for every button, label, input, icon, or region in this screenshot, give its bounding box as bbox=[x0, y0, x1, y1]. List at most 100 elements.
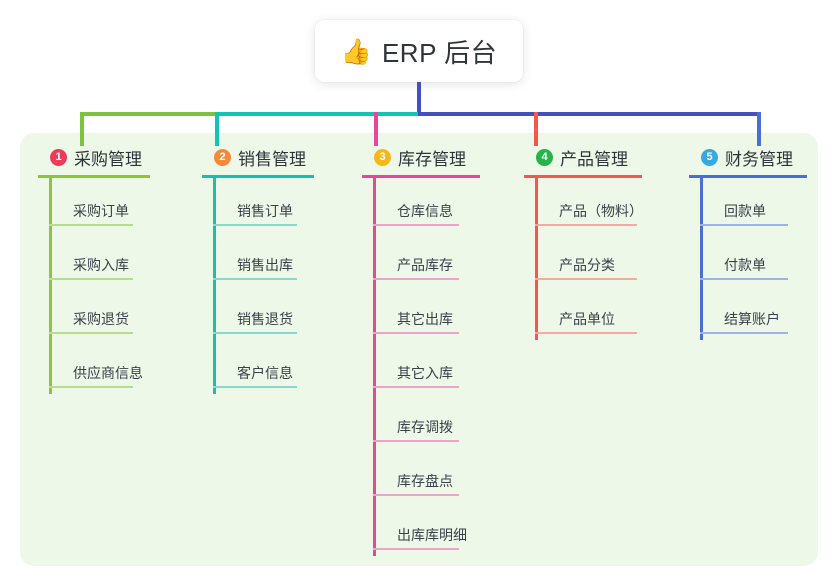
branch-item[interactable]: 产品（物料） bbox=[535, 178, 674, 232]
branch-item[interactable]: 采购退货 bbox=[49, 286, 193, 340]
branch-column-finance: 5 财务管理回款单付款单结算账户 bbox=[689, 144, 839, 340]
branch-item[interactable]: 销售出库 bbox=[213, 232, 352, 286]
branch-item[interactable]: 产品单位 bbox=[535, 286, 674, 340]
branch-item-label: 其它入库 bbox=[397, 365, 453, 381]
branch-item-rule bbox=[49, 332, 133, 334]
branch-number-badge: 2 bbox=[214, 148, 231, 166]
branch-item-label: 采购退货 bbox=[73, 311, 129, 327]
branch-item-rule bbox=[373, 440, 459, 442]
branch-item-rule bbox=[700, 278, 788, 280]
branch-title: 库存管理 bbox=[398, 149, 466, 169]
branch-item-rule bbox=[373, 548, 459, 550]
connector-drop-5 bbox=[757, 112, 761, 146]
branch-item-rule bbox=[535, 332, 637, 334]
branch-stem bbox=[49, 178, 52, 394]
branch-item[interactable]: 付款单 bbox=[700, 232, 839, 286]
branch-header-rule bbox=[362, 175, 480, 178]
branch-items: 采购订单采购入库采购退货供应商信息 bbox=[49, 178, 193, 394]
branch-item-label: 客户信息 bbox=[237, 365, 293, 381]
branch-title: 销售管理 bbox=[238, 149, 306, 169]
branch-item-rule bbox=[213, 332, 297, 334]
branch-item-rule bbox=[373, 494, 459, 496]
branch-number-badge: 5 bbox=[701, 148, 718, 166]
branch-item-rule bbox=[373, 386, 459, 388]
branch-item-label: 回款单 bbox=[724, 203, 766, 219]
branch-item-label: 库存盘点 bbox=[397, 473, 453, 489]
branch-item-rule bbox=[700, 332, 788, 334]
branch-item-label: 其它出库 bbox=[397, 311, 453, 327]
branch-item[interactable]: 销售退货 bbox=[213, 286, 352, 340]
connector-segment-2 bbox=[218, 112, 418, 116]
branch-item-rule bbox=[700, 224, 788, 226]
branch-item[interactable]: 其它入库 bbox=[373, 340, 512, 394]
connector-drop-3 bbox=[374, 112, 378, 146]
connector-drop-2 bbox=[215, 112, 219, 146]
branch-title: 财务管理 bbox=[725, 149, 793, 169]
branch-item-rule bbox=[373, 224, 459, 226]
branch-item-label: 库存调拨 bbox=[397, 419, 453, 435]
connector-segment-4 bbox=[618, 112, 761, 116]
diagram-backdrop-panel bbox=[20, 133, 818, 566]
branch-header-sales[interactable]: 2 销售管理 bbox=[202, 144, 352, 170]
branch-header-rule bbox=[689, 175, 807, 178]
branch-item[interactable]: 客户信息 bbox=[213, 340, 352, 394]
branch-header-finance[interactable]: 5 财务管理 bbox=[689, 144, 839, 170]
branch-item[interactable]: 结算账户 bbox=[700, 286, 839, 340]
branch-item-rule bbox=[49, 386, 133, 388]
branch-item-label: 销售出库 bbox=[237, 257, 293, 273]
root-node-title: ERP 后台 bbox=[381, 37, 498, 68]
root-connector-stem bbox=[417, 82, 421, 113]
branch-header-rule bbox=[38, 175, 150, 178]
branch-item-label: 采购订单 bbox=[73, 203, 129, 219]
branch-item[interactable]: 库存调拨 bbox=[373, 394, 512, 448]
branch-item-label: 出库库明细 bbox=[397, 527, 467, 543]
branch-item[interactable]: 产品库存 bbox=[373, 232, 512, 286]
connector-drop-4 bbox=[534, 112, 538, 146]
branch-item[interactable]: 仓库信息 bbox=[373, 178, 512, 232]
branch-title: 采购管理 bbox=[74, 149, 142, 169]
branch-item[interactable]: 其它出库 bbox=[373, 286, 512, 340]
branch-item-rule bbox=[213, 386, 297, 388]
branch-column-sales: 2 销售管理销售订单销售出库销售退货客户信息 bbox=[202, 144, 352, 394]
branch-item-label: 销售退货 bbox=[237, 311, 293, 327]
branch-item-rule bbox=[535, 224, 637, 226]
branch-item[interactable]: 出库库明细 bbox=[373, 502, 512, 556]
branch-item-rule bbox=[373, 278, 459, 280]
branch-items: 销售订单销售出库销售退货客户信息 bbox=[213, 178, 352, 394]
branch-item-label: 付款单 bbox=[724, 257, 766, 273]
branch-item[interactable]: 采购订单 bbox=[49, 178, 193, 232]
connector-drop-1 bbox=[80, 112, 84, 146]
branch-item-label: 采购入库 bbox=[73, 257, 129, 273]
branch-item[interactable]: 产品分类 bbox=[535, 232, 674, 286]
branch-item[interactable]: 回款单 bbox=[700, 178, 839, 232]
branch-item-rule bbox=[373, 332, 459, 334]
branch-item-label: 产品分类 bbox=[559, 257, 615, 273]
branch-item-rule bbox=[213, 224, 297, 226]
branch-item-rule bbox=[49, 278, 133, 280]
branch-item-label: 产品单位 bbox=[559, 311, 615, 327]
branch-item-rule bbox=[535, 278, 637, 280]
branch-stem bbox=[213, 178, 216, 394]
connector-segment-1 bbox=[80, 112, 218, 116]
root-node-erp-backend[interactable]: 👍 ERP 后台 bbox=[315, 20, 523, 82]
branch-item-label: 产品（物料） bbox=[559, 203, 643, 219]
branch-item[interactable]: 库存盘点 bbox=[373, 448, 512, 502]
branch-item[interactable]: 销售订单 bbox=[213, 178, 352, 232]
branch-items: 仓库信息产品库存其它出库其它入库库存调拨库存盘点出库库明细 bbox=[373, 178, 512, 556]
branch-item[interactable]: 供应商信息 bbox=[49, 340, 193, 394]
branch-title: 产品管理 bbox=[560, 149, 628, 169]
branch-item-label: 产品库存 bbox=[397, 257, 453, 273]
branch-header-rule bbox=[524, 175, 642, 178]
branch-item-rule bbox=[49, 224, 133, 226]
branch-item-rule bbox=[213, 278, 297, 280]
branch-header-rule bbox=[202, 175, 314, 178]
branch-stem bbox=[373, 178, 376, 556]
branch-item[interactable]: 采购入库 bbox=[49, 232, 193, 286]
branch-item-label: 结算账户 bbox=[724, 311, 780, 327]
